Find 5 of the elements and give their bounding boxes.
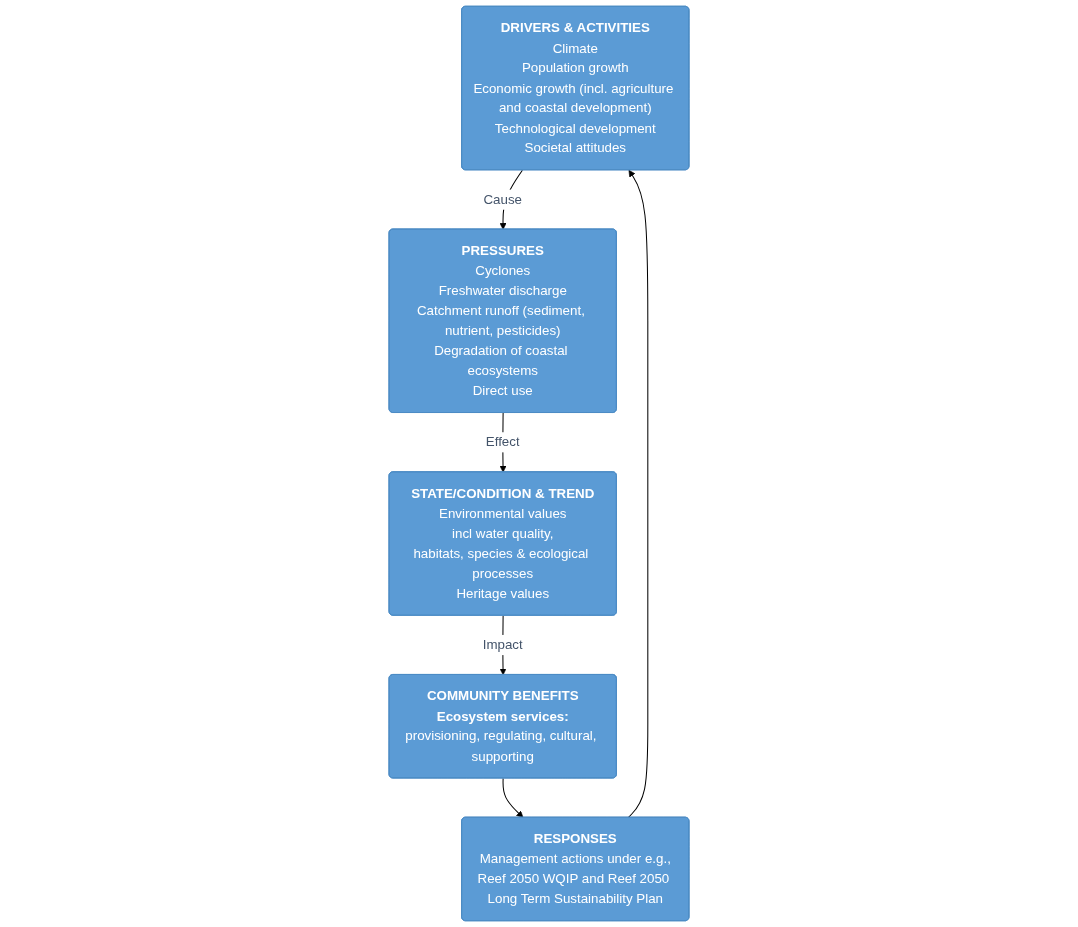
arrow [502,777,524,818]
edge-label: Impact [482,637,523,653]
edge-label: Effect [485,434,520,450]
arrow [627,169,649,819]
edge-label: Cause [483,191,522,207]
